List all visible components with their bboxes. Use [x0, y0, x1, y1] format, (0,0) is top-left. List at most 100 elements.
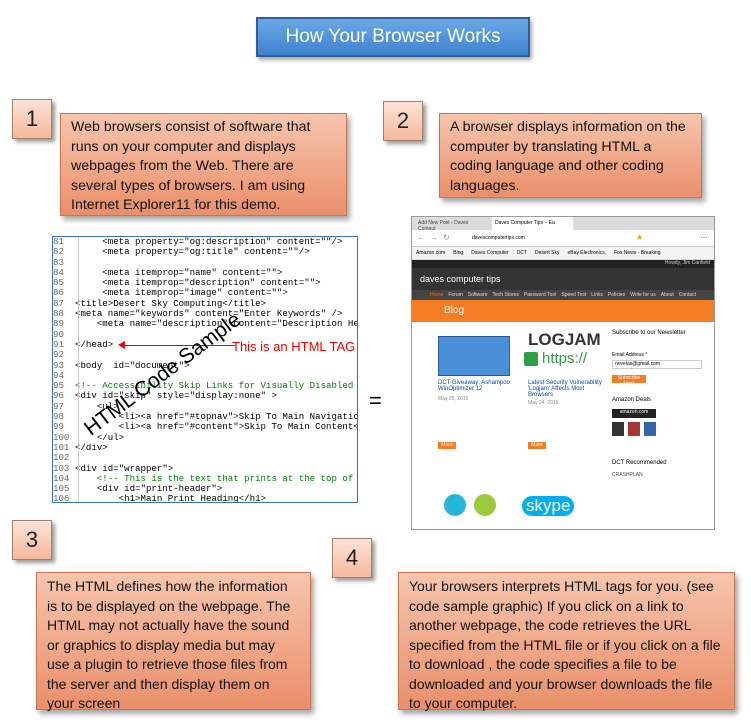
nav-item[interactable]: Forum: [448, 292, 463, 298]
nav-item[interactable]: Write for us: [630, 292, 656, 298]
step-3-note: The HTML defines how the information is …: [36, 572, 311, 711]
https-graphic: https://: [542, 350, 588, 367]
nav-item[interactable]: Software: [467, 292, 488, 298]
nav-item[interactable]: Password Tool: [523, 292, 557, 298]
forward-icon[interactable]: →: [430, 233, 438, 242]
step-1-note: Web browsers consist of software that ru…: [60, 113, 347, 216]
annotation-arrowhead: [118, 341, 125, 349]
line-number: 95: [53, 380, 64, 392]
nav-item[interactable]: Home: [429, 292, 444, 298]
code-text: <h1>Main Print Heading</h1>: [75, 493, 266, 503]
favorite-item[interactable]: DCT: [516, 250, 527, 256]
email-field[interactable]: novelas@gmail.com: [612, 360, 702, 369]
post-title[interactable]: DCT Giveaway: Ashampoo WinOptimizer 12: [438, 380, 510, 392]
line-number: 96: [53, 390, 64, 402]
code-text: <div id="wrapper">: [75, 462, 174, 474]
code-line: 84 <meta itemprop="name" content="">: [53, 266, 357, 278]
line-number: 83: [53, 256, 64, 268]
amazon-products: [612, 422, 702, 436]
more-button[interactable]: More: [438, 442, 456, 449]
nav-item[interactable]: Tech Stores: [492, 292, 519, 298]
favorite-star-icon[interactable]: ★: [636, 233, 644, 242]
line-number: 94: [53, 369, 64, 381]
product-image[interactable]: [612, 422, 624, 436]
code-lines: 81 <meta property="og:description" conte…: [53, 237, 358, 503]
step-4-note: Your browsers interprets HTML tags for y…: [398, 572, 735, 711]
favorite-item[interactable]: Fox News - Breaking: [614, 250, 661, 256]
more-button[interactable]: More: [528, 442, 546, 449]
favorite-item[interactable]: eBay Electronics,: [567, 250, 607, 256]
line-number: 81: [53, 236, 64, 247]
line-number: 105: [53, 483, 70, 495]
line-number: 104: [53, 472, 70, 484]
product-image[interactable]: [644, 422, 656, 436]
nav-item[interactable]: Speed Test: [561, 292, 587, 298]
line-number: 98: [53, 411, 64, 423]
product-image[interactable]: [628, 422, 640, 436]
code-text: <meta property="og:description" content=…: [75, 236, 343, 247]
code-line: 96<div id="skip" style="display:none" >: [53, 390, 357, 402]
code-text: </div>: [75, 441, 108, 453]
watch-product-image: [474, 494, 496, 516]
step-2-note: A browser displays information on the co…: [439, 113, 702, 198]
code-text: <meta name="keywords" content="Enter Key…: [75, 308, 343, 320]
code-text: <div id="print-header">: [75, 483, 223, 495]
post-title[interactable]: Latest Security Vulnerability 'Logjam' A…: [528, 380, 602, 398]
nav-item[interactable]: Policies: [607, 292, 626, 298]
code-line: 106 <h1>Main Print Heading</h1>: [53, 493, 357, 503]
line-number: 84: [53, 266, 64, 278]
skype-logo: skype: [522, 496, 575, 516]
line-number: 106: [53, 493, 70, 503]
site-header[interactable]: daves computer tips: [412, 268, 714, 290]
subscribe-button[interactable]: Subscribe Now!: [612, 375, 646, 387]
refresh-icon[interactable]: ↻: [443, 233, 450, 242]
more-icon[interactable]: ⋯: [700, 233, 708, 242]
code-text: </head>: [75, 338, 114, 350]
admin-bar: Howdy, Jim Canfield: [412, 260, 714, 268]
address-field[interactable]: davescomputertips.com: [472, 235, 525, 241]
favorite-item[interactable]: Amazon.com: [416, 250, 446, 256]
code-line: 91</head>: [53, 338, 357, 350]
browser-screenshot: Add New Post ‹ Daves Comput Daves Comput…: [411, 216, 715, 530]
browser-tab-bar: Add New Post ‹ Daves Comput Daves Comput…: [412, 217, 714, 232]
favorite-item[interactable]: Desert Sky: [535, 250, 560, 256]
newsletter-title: Subscribe to our Newsletter: [612, 330, 686, 336]
code-line: 83: [53, 256, 357, 268]
back-icon[interactable]: ←: [417, 233, 425, 242]
lock-icon: [524, 352, 538, 366]
annotation-arrow: [123, 345, 235, 346]
nav-item[interactable]: Contact: [678, 292, 696, 298]
amazon-deals-title: Amazon Deals: [612, 397, 652, 403]
sidebar: Subscribe to our Newsletter Email Addres…: [612, 330, 702, 478]
watch-product-image: [444, 494, 466, 516]
browser-tab[interactable]: Add New Post ‹ Daves Comput: [418, 220, 469, 232]
crashplan-logo[interactable]: CRASHPLAN: [612, 472, 643, 478]
code-line: 90: [53, 329, 357, 340]
amazon-logo[interactable]: amazon.com: [612, 409, 656, 418]
nav-item[interactable]: Links: [591, 292, 603, 298]
browser-tab-active[interactable]: Daves Computer Tips – Ea: [492, 217, 573, 230]
dct-recommended-title: DCT Recommended: [612, 460, 667, 466]
line-number: 102: [53, 452, 70, 464]
code-text: <meta itemprop="description" content="">: [75, 277, 321, 289]
code-line: 105 <div id="print-header">: [53, 483, 357, 495]
code-line: 82 <meta property="og:title" content=""/…: [53, 246, 357, 258]
code-line: 103<div id="wrapper">: [53, 462, 357, 474]
post-date: May 25, 2015: [438, 396, 469, 402]
nav-item[interactable]: About: [660, 292, 674, 298]
code-line: 85 <meta itemprop="description" content=…: [53, 277, 357, 289]
code-line: 93<body id="document">: [53, 360, 357, 371]
favorites-bar: Amazon.com Bing Daves Computer DCT Deser…: [412, 247, 714, 260]
line-number: 92: [53, 349, 64, 361]
favorite-item[interactable]: Bing: [453, 250, 464, 256]
equals-sign: =: [369, 388, 382, 413]
logjam-graphic: LOGJAM: [528, 330, 601, 349]
code-text: <meta property="og:title" content=""/>: [75, 246, 310, 258]
page-title: How Your Browser Works: [256, 17, 530, 57]
code-line: 81 <meta property="og:description" conte…: [53, 237, 357, 247]
html-code-sample: 81 <meta property="og:description" conte…: [52, 236, 358, 503]
code-text: <title>Desert Sky Computing</title>: [75, 297, 266, 309]
favorite-item[interactable]: Daves Computer: [471, 250, 509, 256]
code-text: <meta itemprop="name" content="">: [75, 266, 283, 278]
code-text: <li><a href="#content">Skip To Main Cont…: [118, 421, 358, 433]
